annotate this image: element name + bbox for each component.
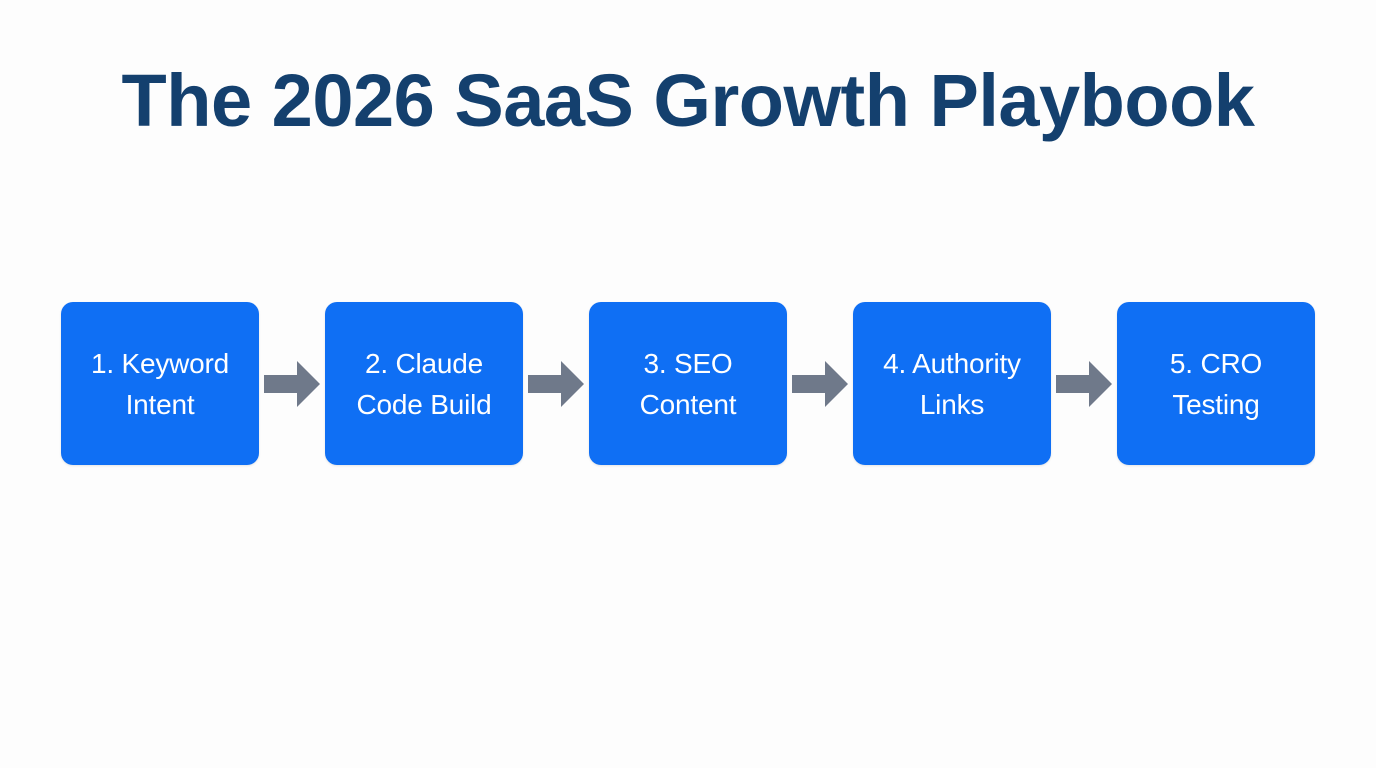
arrow-right-icon [1056, 360, 1112, 407]
flow-step-2-label: 2. Claude Code Build [356, 347, 492, 420]
arrow-right-icon [264, 360, 320, 407]
flow-step-4[interactable]: 4. Authority Links [853, 302, 1051, 465]
flow-step-5[interactable]: 5. CRO Testing [1117, 302, 1315, 465]
flow-arrow-3-to-4 [787, 302, 853, 465]
flow-step-2[interactable]: 2. Claude Code Build [325, 302, 523, 465]
flow-arrow-2-to-3 [523, 302, 589, 465]
flow-step-3-label: 3. SEO Content [639, 347, 737, 420]
flow-step-5-label: 5. CRO Testing [1169, 347, 1263, 420]
flow-arrow-4-to-5 [1051, 302, 1117, 465]
flow-arrow-1-to-2 [259, 302, 325, 465]
arrow-right-icon [792, 360, 848, 407]
process-flow-diagram: 1. Keyword Intent 2. Claude Code Build 3… [61, 302, 1315, 465]
flow-step-1-label: 1. Keyword Intent [90, 347, 230, 420]
arrow-right-icon [528, 360, 584, 407]
page-title: The 2026 SaaS Growth Playbook [121, 59, 1255, 142]
flow-step-1[interactable]: 1. Keyword Intent [61, 302, 259, 465]
flow-step-3[interactable]: 3. SEO Content [589, 302, 787, 465]
flow-step-4-label: 4. Authority Links [883, 347, 1021, 420]
